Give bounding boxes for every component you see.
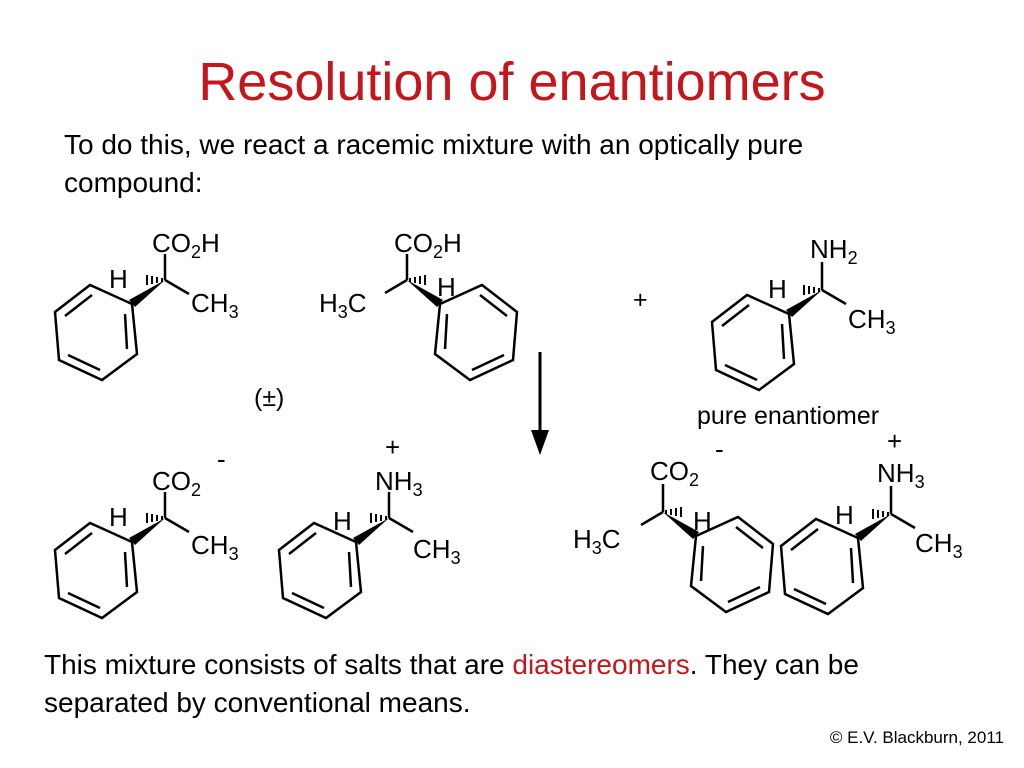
svg-text:CH3: CH3 (191, 288, 239, 322)
svg-text:H3C: H3C (319, 288, 367, 322)
molecule-amine-pure: NH2 H CH3 (710, 234, 896, 392)
plus-sign: + (633, 286, 648, 314)
svg-text:NH3: NH3 (877, 458, 925, 492)
intro-text: To do this, we react a racemic mixture w… (64, 129, 804, 198)
svg-text:CO2: CO2 (650, 456, 699, 490)
salt-carboxylate-1: CO2 - H CH3 (53, 444, 239, 620)
svg-text:-: - (217, 444, 226, 474)
svg-text:+: + (385, 432, 400, 462)
molecule-acid-2: CO2H H3C H (319, 228, 519, 382)
svg-text:H: H (835, 500, 854, 530)
conclusion-text: This mixture consists of salts that are … (44, 646, 984, 722)
svg-text:H: H (437, 272, 456, 302)
diastereomers-highlight: diastereomers (512, 649, 690, 680)
slide-title: Resolution of enantiomers (198, 52, 826, 112)
svg-text:H3C: H3C (573, 524, 621, 558)
svg-text:H: H (109, 264, 128, 294)
conclusion-after: . They can be separated by conventional … (44, 649, 859, 718)
svg-text:CO2: CO2 (152, 466, 201, 500)
pure-enantiomer-label: pure enantiomer (697, 402, 879, 430)
molecule-acid-1: CO2H H CH3 (53, 228, 239, 382)
salt-ammonium-1: + NH3 H CH3 (277, 432, 461, 620)
svg-text:H: H (109, 502, 128, 532)
salt-carboxylate-2: CO2 - H3C H (573, 434, 775, 614)
svg-text:CH3: CH3 (413, 534, 461, 568)
conclusion-before: This mixture consists of salts that are (44, 649, 513, 680)
svg-text:NH2: NH2 (810, 234, 858, 268)
salt-ammonium-2: + NH3 H CH3 (779, 426, 963, 616)
racemic-label: (±) (254, 384, 284, 412)
svg-text:H: H (768, 274, 787, 304)
svg-text:+: + (887, 426, 902, 456)
svg-text:-: - (715, 434, 724, 464)
svg-text:NH3: NH3 (375, 466, 423, 500)
svg-text:CH3: CH3 (915, 528, 963, 562)
svg-text:H: H (333, 506, 352, 536)
svg-text:H: H (693, 506, 712, 536)
svg-text:CH3: CH3 (191, 530, 239, 564)
copyright-notice: © E.V. Blackburn, 2011 (829, 728, 1004, 747)
svg-text:CH3: CH3 (848, 304, 896, 338)
reaction-arrow (531, 352, 549, 455)
svg-text:CO2H: CO2H (152, 228, 220, 262)
svg-text:CO2H: CO2H (394, 228, 462, 262)
